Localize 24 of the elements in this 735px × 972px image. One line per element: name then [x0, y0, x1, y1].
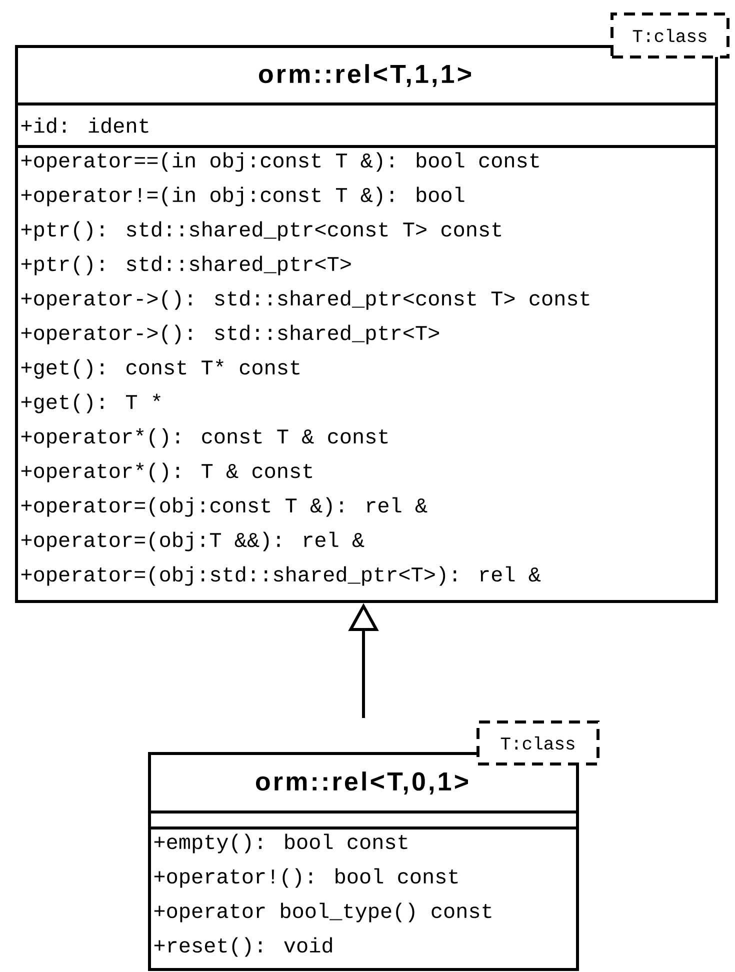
template-parameter-box: T:class [476, 720, 600, 766]
operation-text: +operator->(): std::shared_ptr<const T> const [21, 290, 590, 310]
operation-text: +ptr(): std::shared_ptr<T> [21, 256, 351, 276]
operation-text: +operator!(): bool const [154, 868, 458, 888]
class-box [15, 45, 718, 603]
operation-text: +operator bool_type() const [154, 902, 492, 922]
operation-text: +operator==(in obj:const T &): bool const [21, 152, 539, 172]
operation-text: +operator=(obj:const T &): rel & [21, 497, 428, 517]
operation-text: +operator=(obj:std::shared_ptr<T>): rel & [21, 566, 541, 586]
operation-text: +get(): const T* const [21, 359, 300, 379]
attribute-text: +id: ident [21, 117, 148, 133]
operation-text: +operator*(): const T & const [21, 428, 388, 448]
class-box [148, 752, 579, 971]
operation-text: +empty(): bool const [154, 834, 408, 854]
operation-text: +reset(): void [154, 937, 332, 957]
template-parameter-box: T:class [610, 12, 730, 58]
operation-text: +get(): T * [21, 394, 160, 414]
operation-text: +operator=(obj:T &&): rel & [21, 532, 364, 552]
class-name: orm::rel<T,1,1> [258, 64, 471, 87]
operation-text: +operator!=(in obj:const T &): bool [21, 186, 464, 206]
operation-text: +operator*(): T & const [21, 462, 312, 482]
operation-text: +operator->(): std::shared_ptr<T> [21, 324, 439, 344]
class-name: orm::rel<T,0,1> [256, 772, 468, 794]
operation-text: +ptr(): std::shared_ptr<const T> const [21, 221, 502, 241]
